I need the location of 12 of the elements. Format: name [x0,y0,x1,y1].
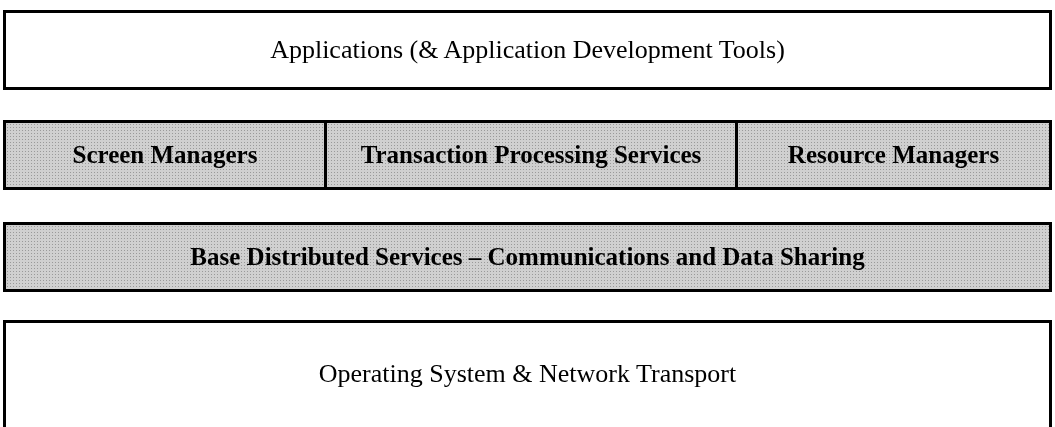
layer-box [3,10,1052,90]
component-box [324,120,738,190]
layer-box [3,320,1052,427]
layer-label: Operating System & Network Transport [317,359,738,389]
layer-label: Transaction Processing Services [359,141,703,169]
layer-label: Resource Managers [786,141,1001,169]
layer-label: Base Distributed Services – Communications and Data Sharing [189,243,866,271]
layer-label: Applications (& Application Development Tools) [269,35,786,65]
layer-box [3,222,1052,292]
component-box [3,120,327,190]
layer-label: Screen Managers [71,141,259,169]
component-box [735,120,1052,190]
